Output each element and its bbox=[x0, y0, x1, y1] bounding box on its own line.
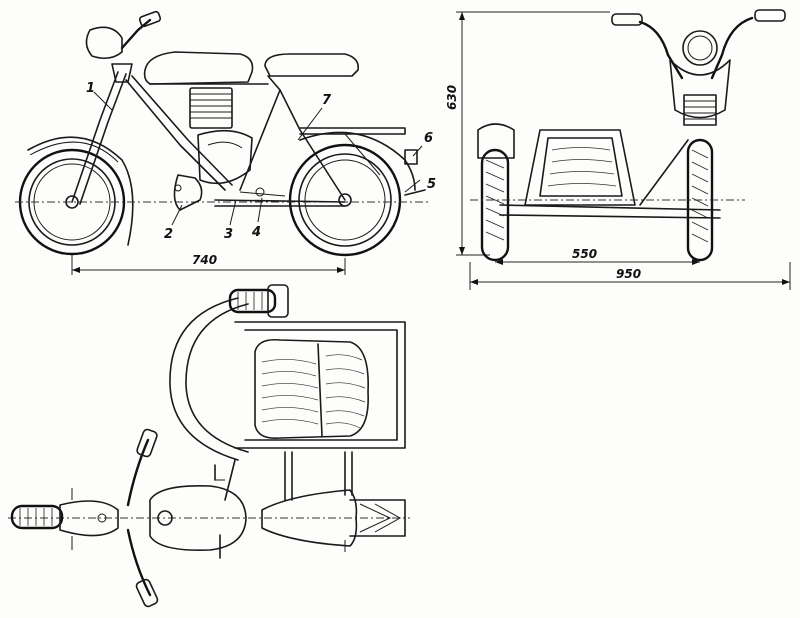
dim-track-label: 550 bbox=[572, 247, 597, 261]
dim-height-label: 630 bbox=[445, 85, 459, 110]
dim-width: 950 bbox=[469, 262, 791, 290]
dim-length-label: 740 bbox=[192, 253, 217, 267]
part-label-7: 7 bbox=[322, 93, 332, 108]
top-view bbox=[8, 284, 410, 608]
dim-height: 630 bbox=[445, 11, 610, 256]
dim-width-label: 950 bbox=[616, 267, 641, 281]
dim-length: 740 bbox=[71, 253, 346, 275]
front-view: 630 bbox=[445, 9, 791, 290]
part-label-1: 1 bbox=[86, 81, 95, 96]
front-sidecar-wheel bbox=[477, 123, 515, 262]
side-front-wheel bbox=[18, 136, 134, 256]
part-label-4: 4 bbox=[251, 225, 261, 240]
part-label-5: 5 bbox=[427, 177, 436, 192]
part-label-6: 6 bbox=[424, 131, 433, 146]
part-label-2: 2 bbox=[164, 227, 173, 242]
top-sidecar-seat bbox=[254, 338, 369, 440]
part-label-3: 3 bbox=[224, 227, 233, 242]
dim-track: 550 bbox=[495, 247, 700, 265]
side-view: 1 2 3 4 5 6 7 740 bbox=[15, 10, 436, 275]
side-engine bbox=[189, 87, 253, 185]
side-rear-wheel bbox=[288, 131, 416, 257]
